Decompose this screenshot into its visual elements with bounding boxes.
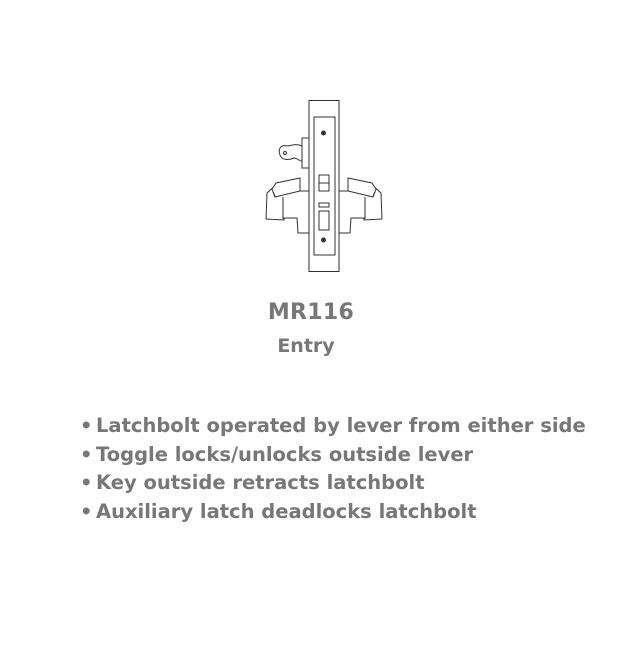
mortise-lock-diagram <box>255 90 395 280</box>
screw-top <box>321 130 326 136</box>
bullet-icon: • <box>80 442 93 466</box>
bullet-icon: • <box>80 499 93 523</box>
screw-bottom <box>321 237 326 243</box>
feature-item: •Auxiliary latch deadlocks latchbolt <box>80 498 586 527</box>
bullet-icon: • <box>80 471 93 494</box>
model-number: MR116 <box>267 300 355 325</box>
feature-list: •Latchbolt operated by lever from either… <box>80 412 586 526</box>
inner-plate <box>313 116 336 256</box>
function-name: Entry <box>277 335 335 357</box>
feature-item: •Toggle locks/unlocks outside lever <box>80 441 586 470</box>
feature-item: •Key outside retracts latchbolt <box>80 469 586 498</box>
feature-item: •Latchbolt operated by lever from either… <box>80 412 586 441</box>
bullet-icon: • <box>80 414 93 437</box>
